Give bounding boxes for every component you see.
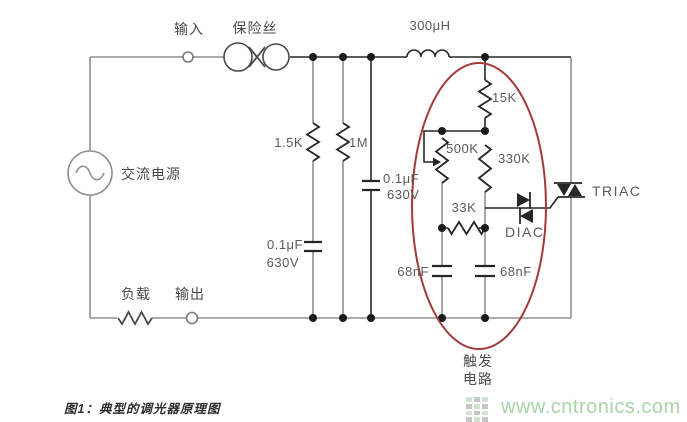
input-label: 输入 [174, 21, 204, 37]
pot-500k-value: 500K [446, 141, 479, 156]
diac-label: DIAC [505, 224, 545, 240]
r-1m-value: 1M [349, 135, 369, 150]
ac-source-label: 交流电源 [121, 166, 181, 182]
outer-loop-wires [89, 56, 572, 319]
figure-caption: 图1：典型的调光器原理图 [64, 402, 221, 416]
trigger-circuit-ellipse [411, 62, 547, 350]
resistor-33k-symbol [447, 220, 486, 236]
fuse-symbol [223, 42, 290, 72]
diac-symbol [517, 192, 533, 224]
inductor-symbol [406, 49, 450, 58]
resistor-1m-symbol [335, 122, 351, 162]
trigger-annotation-line1: 触发 [463, 353, 493, 369]
output-label: 输出 [175, 286, 205, 302]
r-33k-value: 33K [451, 200, 477, 215]
input-terminal [182, 51, 194, 63]
cap-68nf-right-symbol [475, 264, 495, 278]
load-resistor-symbol [117, 310, 153, 326]
inductor-value: 300μH [409, 18, 451, 33]
output-terminal [185, 311, 199, 325]
resistor-15k-symbol [477, 79, 493, 119]
load-label: 负载 [121, 286, 151, 302]
c-mid-value: 0.1μF [383, 171, 420, 186]
potentiometer-500k-symbol [433, 137, 450, 184]
c-left-rating: 630V [266, 255, 299, 270]
c-68nf-left-value: 68nF [397, 264, 429, 279]
r-1p5k-value: 1.5K [274, 135, 303, 150]
cap-0p1uf-left-symbol [304, 240, 322, 253]
c-left-value: 0.1μF [266, 237, 303, 252]
triac-symbol [554, 182, 585, 198]
cap-68nf-left-symbol [432, 264, 452, 278]
ac-source-symbol [67, 150, 113, 196]
watermark-text: www.cntronics.com [501, 396, 681, 418]
r-15k-value: 15K [492, 90, 517, 105]
resistor-330k-symbol [477, 144, 493, 193]
cap-0p1uf-mid-symbol [362, 179, 380, 192]
resistor-1p5k-symbol [305, 122, 321, 162]
c-68nf-right-value: 68nF [500, 264, 532, 279]
fuse-label: 保险丝 [232, 20, 278, 36]
trigger-annotation-line2: 电路 [463, 371, 493, 387]
junction-dots [309, 53, 489, 322]
cntronics-logo-icon [466, 397, 488, 422]
r-330k-value: 330K [498, 151, 531, 166]
triac-label: TRIAC [592, 183, 642, 199]
c-mid-rating: 630V [387, 187, 420, 202]
